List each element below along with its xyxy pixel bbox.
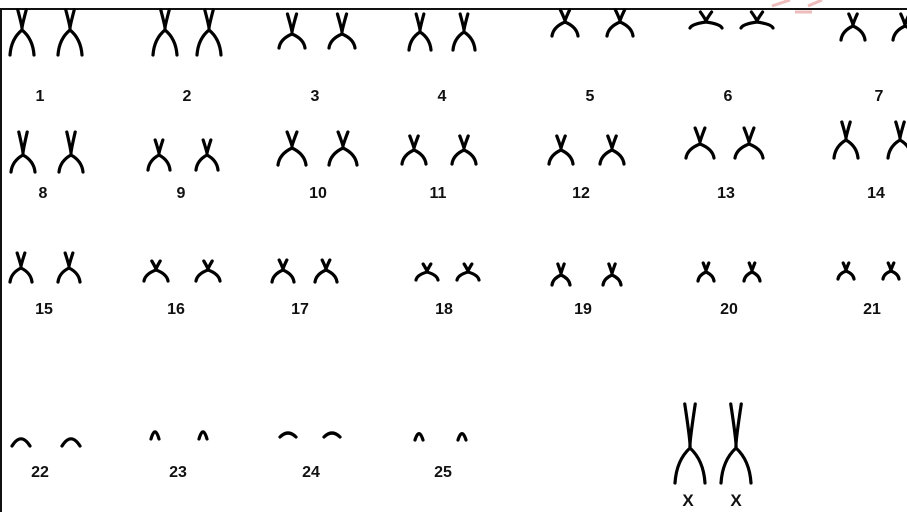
- pair-15-label: 15: [35, 301, 53, 318]
- pair-22-label: 22: [31, 464, 49, 481]
- chromosome-16-left: [144, 261, 168, 281]
- chromosome-19-right: [603, 264, 621, 285]
- chromosome-25-left: [415, 434, 423, 440]
- chromosome-25-right: [458, 434, 466, 440]
- pair-24-label: 24: [302, 464, 320, 481]
- pair-20-label: 20: [720, 301, 738, 318]
- chromosome-11-left: [402, 136, 426, 164]
- pair-10-label: 10: [309, 185, 327, 202]
- chromosome-22-right: [62, 439, 80, 446]
- chromosome-18-left: [416, 264, 438, 280]
- chromosome-1-left: [10, 10, 34, 55]
- chromosome-9-left: [148, 140, 170, 170]
- watermark-mark: [772, 0, 822, 12]
- pair-5-label: 5: [586, 88, 595, 105]
- sex-chromosome-left-label: X: [682, 491, 694, 510]
- chromosome-3-right: [329, 14, 355, 48]
- chromosome-4-right: [453, 14, 475, 50]
- chromosome-5-right: [607, 10, 633, 36]
- chromosome-8-left: [11, 132, 35, 172]
- pair-25-label: 25: [434, 464, 452, 481]
- pair-12-label: 12: [572, 185, 590, 202]
- pair-19-label: 19: [574, 301, 592, 318]
- chromosome-5-left: [552, 10, 578, 36]
- chromosome-10-right: [329, 132, 357, 165]
- chromosome-24-left: [280, 433, 296, 437]
- sex-chromosome-right-label: X: [730, 491, 742, 510]
- chromosome-17-right: [315, 260, 337, 282]
- pair-4-label: 4: [438, 88, 447, 105]
- chromosome-23-right: [199, 432, 207, 439]
- pair-6-label: 6: [724, 88, 733, 105]
- chromosome-15-left: [10, 253, 32, 282]
- chromosome-11-right: [452, 136, 476, 164]
- chromosome-8-right: [59, 132, 83, 172]
- chromosome-17-left: [272, 260, 294, 282]
- chromosome-1-right: [58, 10, 82, 55]
- chromosome-2-right: [197, 10, 221, 55]
- chromosome-21-right: [883, 263, 899, 279]
- pair-13-label: 13: [717, 185, 735, 202]
- chromosome-12-left: [549, 136, 573, 164]
- sex-chromosome-left: [675, 404, 705, 483]
- pair-17-label: 17: [291, 301, 309, 318]
- pair-21-label: 21: [863, 301, 881, 318]
- chromosome-10-left: [278, 132, 306, 165]
- chromosome-6-right: [741, 12, 773, 28]
- chromosome-14-left: [834, 122, 858, 158]
- chromosome-14-right: [888, 122, 907, 158]
- pair-11-label: 11: [430, 185, 447, 202]
- chromosome-2-left: [153, 10, 177, 55]
- chromosome-20-left: [698, 263, 714, 281]
- chromosome-7-left: [841, 14, 865, 40]
- chromosome-6-left: [690, 12, 722, 28]
- pair-18-label: 18: [435, 301, 453, 318]
- pair-14-label: 14: [867, 185, 885, 202]
- chromosome-24-right: [324, 433, 340, 437]
- chromosome-15-right: [58, 253, 80, 282]
- pair-16-label: 16: [167, 301, 185, 318]
- chromosome-shapes: [10, 10, 907, 483]
- pair-2-label: 2: [183, 88, 192, 105]
- chromosome-16-right: [196, 261, 220, 281]
- pair-1-label: 1: [36, 88, 45, 105]
- chromosome-20-right: [744, 263, 760, 281]
- pair-3-label: 3: [311, 88, 320, 105]
- chromosome-23-left: [151, 432, 159, 439]
- chromosome-18-right: [457, 264, 479, 280]
- pair-8-label: 8: [39, 185, 48, 202]
- pair-23-label: 23: [169, 464, 187, 481]
- pair-9-label: 9: [177, 185, 186, 202]
- chromosome-13-right: [735, 128, 763, 158]
- chromosome-12-right: [600, 136, 624, 164]
- chromosome-7-right: [893, 14, 907, 40]
- chromosome-21-left: [838, 263, 854, 279]
- chromosome-9-right: [196, 140, 218, 170]
- pair-7-label: 7: [875, 88, 884, 105]
- chromosome-13-left: [686, 128, 714, 158]
- chromosome-22-left: [12, 439, 30, 446]
- chromosome-3-left: [279, 14, 305, 48]
- chromosome-19-left: [552, 264, 570, 285]
- chromosome-4-left: [409, 14, 431, 50]
- sex-chromosome-right: [721, 404, 751, 483]
